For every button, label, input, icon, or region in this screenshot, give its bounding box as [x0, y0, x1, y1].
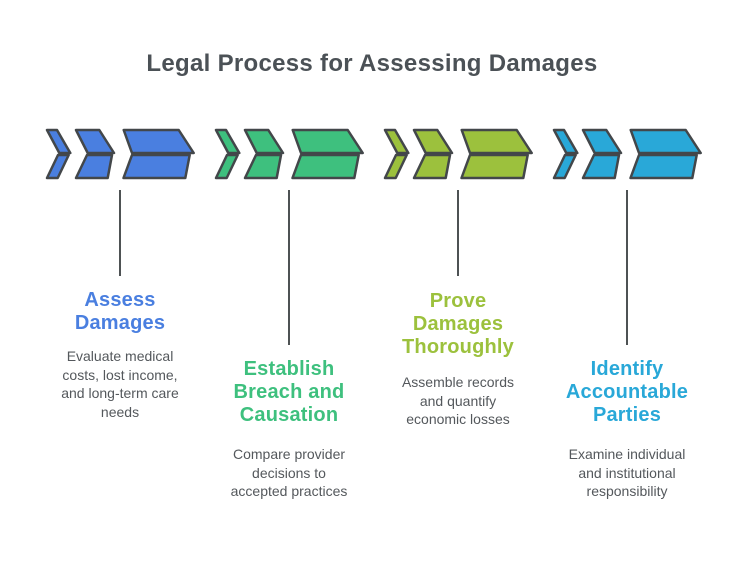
chevron-segment [122, 128, 195, 155]
chevron-segment [122, 153, 191, 180]
chevron-segment [214, 128, 241, 155]
connector-line [288, 190, 290, 345]
connector-line [457, 190, 459, 276]
chevron-segment [243, 153, 283, 180]
chevron-segment [460, 128, 533, 155]
step-title: Assess Damages [74, 289, 166, 334]
step-description: Examine individual and institutional res… [568, 446, 686, 499]
chevron-segment [45, 128, 72, 155]
chevron-segment [412, 128, 454, 155]
chevron-segment [291, 153, 360, 180]
step-description: Evaluate medical costs, lost income, and… [61, 348, 179, 420]
triple-chevron-arrow-icon [383, 128, 533, 180]
chevron-segment [552, 128, 579, 155]
connector-line [119, 190, 121, 276]
chevron-segment [629, 153, 698, 180]
chevron-segment [74, 153, 114, 180]
step-title: Identify Accountable Parties [565, 358, 689, 426]
step-title: Establish Breach and Causation [233, 358, 345, 426]
step-title: Prove Damages Thoroughly [402, 290, 514, 358]
chevron-segment [460, 153, 529, 180]
chevron-segment [45, 153, 70, 180]
chevron-segment [74, 128, 116, 155]
chevron-segment [552, 153, 577, 180]
chevron-segment [291, 128, 364, 155]
triple-chevron-arrow-icon [45, 128, 195, 180]
chevron-segment [581, 153, 621, 180]
chevron-segment [214, 153, 239, 180]
triple-chevron-arrow-icon [552, 128, 702, 180]
chevron-segment [383, 128, 410, 155]
chevron-segment [629, 128, 702, 155]
triple-chevron-arrow-icon [214, 128, 364, 180]
step-description: Compare provider decisions to accepted p… [230, 446, 348, 499]
connector-line [626, 190, 628, 345]
chevron-segment [581, 128, 623, 155]
chevron-segment [243, 128, 285, 155]
chevron-segment [412, 153, 452, 180]
diagram-title: Legal Process for Assessing Damages [146, 50, 598, 77]
chevron-segment [383, 153, 408, 180]
step-description: Assemble records and quantify economic l… [401, 374, 515, 427]
